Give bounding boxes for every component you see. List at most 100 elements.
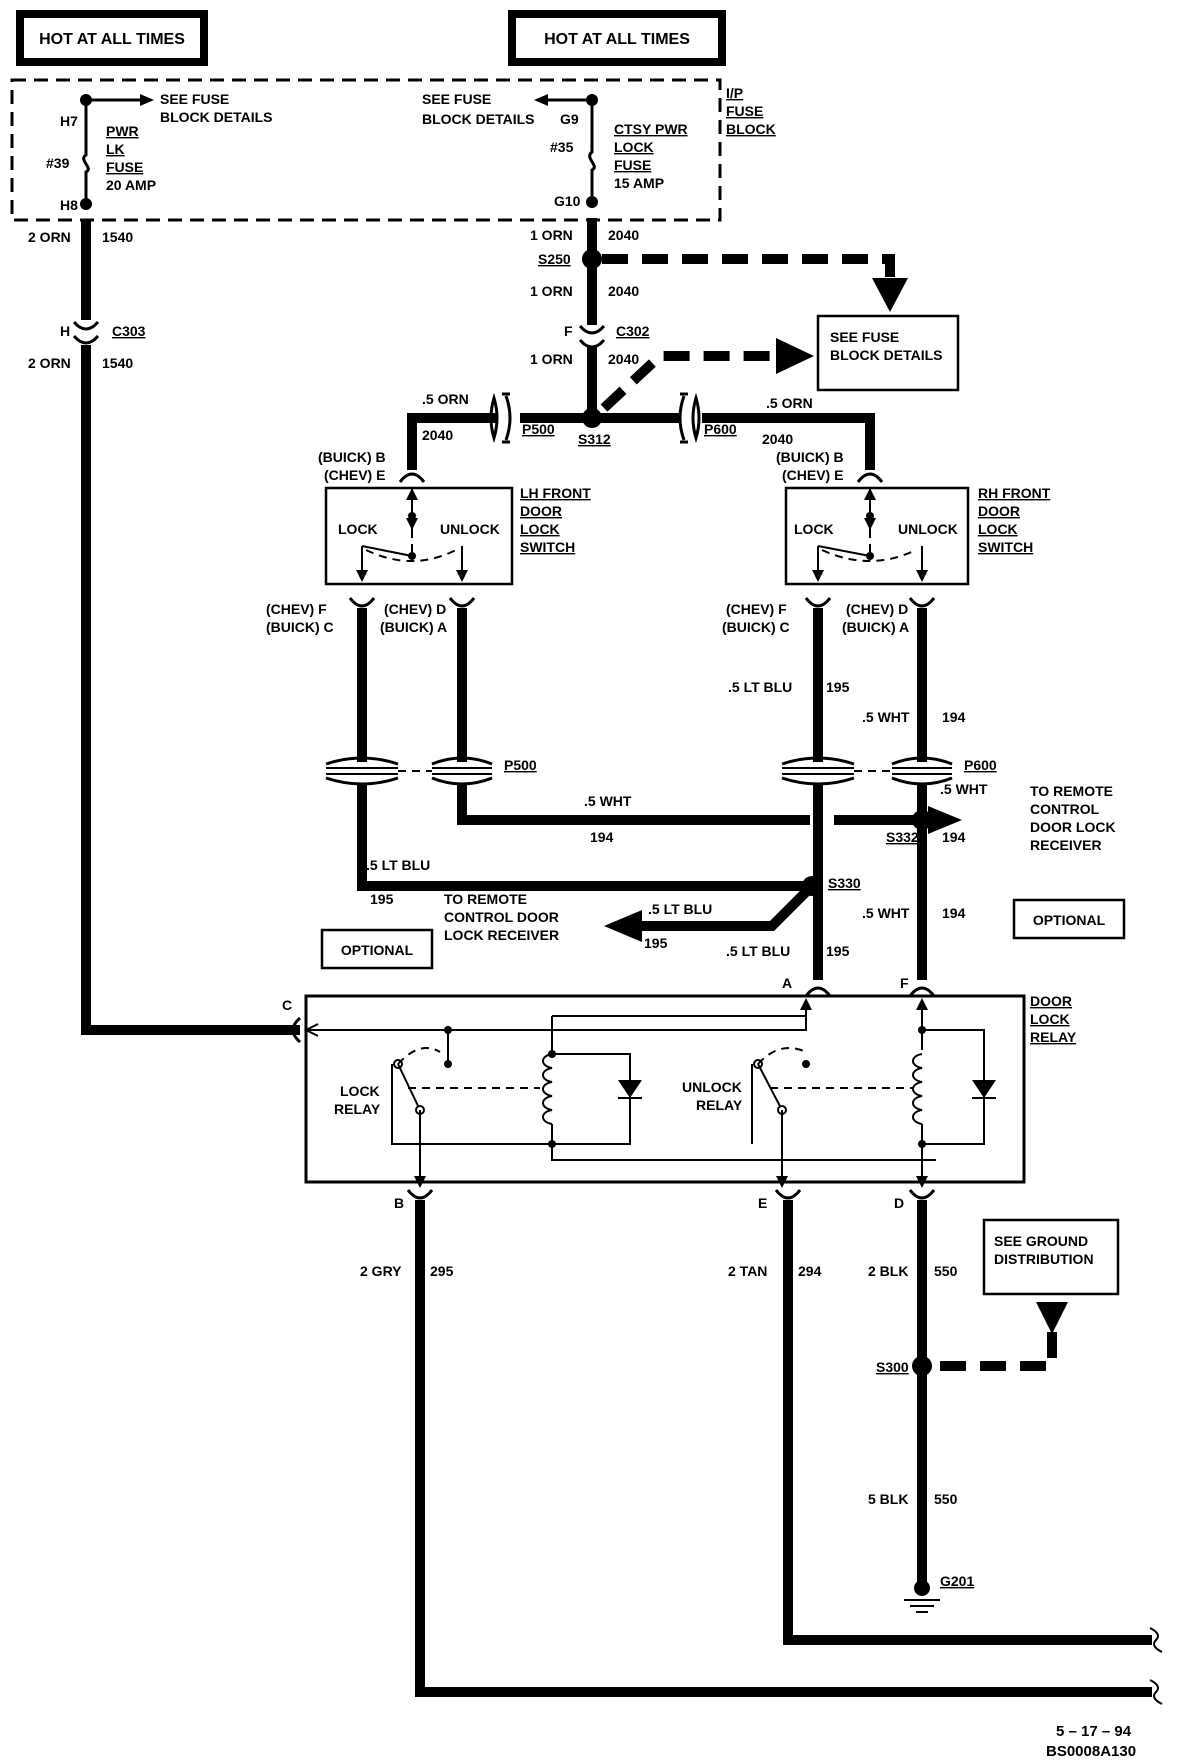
ground-arrow-icon (1036, 1302, 1068, 1334)
arrow-right-icon (140, 94, 154, 106)
header-left: HOT AT ALL TIMES (16, 10, 208, 66)
p600-label-bottom: P600 (964, 757, 997, 773)
rh-lock-label: LOCK (794, 521, 834, 537)
p500-inline: P500 (325, 756, 537, 786)
lh-lock-label: LOCK (338, 521, 378, 537)
connector-p500: P500 (489, 392, 555, 444)
pwr-fuse-name-3: FUSE (106, 159, 143, 175)
relay-pin-c-connector (291, 1016, 302, 1044)
unlock-relay-label-1: UNLOCK (682, 1079, 742, 1095)
wire-break-icon-1 (1149, 1627, 1163, 1653)
relay-pin-b: B (394, 1195, 404, 1211)
w2040-c-color: 1 ORN (530, 351, 573, 367)
w295-color: 2 GRY (360, 1263, 402, 1279)
w1540-top-num: 1540 (102, 229, 133, 245)
p600-label-top: P600 (704, 421, 737, 437)
arrow-left-icon-2 (604, 910, 642, 942)
lock-relay-label-2: RELAY (334, 1101, 381, 1117)
w195-rh-num: 195 (826, 679, 850, 695)
w194-rh-num: 194 (942, 709, 966, 725)
lh-in-connector (398, 472, 426, 483)
w2040-rh-num: 2040 (762, 431, 793, 447)
ground-box-2: DISTRIBUTION (994, 1251, 1094, 1267)
c303-pin: H (60, 323, 70, 339)
pwr-fuse-name-2: LK (106, 141, 125, 157)
see-fuse-box-1: SEE FUSE (830, 329, 899, 345)
fuse-39-number: #39 (46, 155, 70, 171)
arrow-right-icon-3 (928, 806, 962, 834)
lh-out-right-buick: (BUICK) A (380, 619, 447, 635)
lh-out-left-chev: (CHEV) F (266, 601, 327, 617)
lh-name-2: DOOR (520, 503, 562, 519)
lock-relay-label-1: LOCK (340, 1083, 380, 1099)
rh-name-3: LOCK (978, 521, 1018, 537)
w194-low-color: .5 WHT (862, 905, 910, 921)
w195-lh-color: .5 LT BLU (366, 857, 430, 873)
g201-label: G201 (940, 1573, 974, 1589)
c302-pin: F (564, 323, 573, 339)
lh-in-pin-buick: (BUICK) B (318, 449, 386, 465)
unlock-relay-label-2: RELAY (696, 1097, 743, 1113)
optional-box-left: OPTIONAL (320, 928, 434, 970)
relay-pin-a-connector (804, 986, 832, 997)
w195-lh-num: 195 (370, 891, 394, 907)
relay-name-3: RELAY (1030, 1029, 1077, 1045)
remote-right-1: TO REMOTE (1030, 783, 1113, 799)
splice-s300-dot (912, 1356, 932, 1376)
w550-a-color: 2 BLK (868, 1263, 908, 1279)
w195-rh-color: .5 LT BLU (728, 679, 792, 695)
w194-right-num: 194 (942, 829, 966, 845)
lh-in-pin-chev: (CHEV) E (324, 467, 385, 483)
see-fuse-right-1: SEE FUSE (422, 91, 491, 107)
lh-out-left-connector (348, 597, 376, 608)
w1540-bot-num: 1540 (102, 355, 133, 371)
rh-unlock-label: UNLOCK (898, 521, 958, 537)
splice-s250-dot (582, 249, 602, 269)
w194-mid-color: .5 WHT (584, 793, 632, 809)
w194-right-color: .5 WHT (940, 781, 988, 797)
w1540-top-color: 2 ORN (28, 229, 71, 245)
lh-name-4: SWITCH (520, 539, 575, 555)
rh-name-2: DOOR (978, 503, 1020, 519)
rh-out-right-connector (908, 597, 936, 608)
p600-inline: P600 (781, 756, 997, 786)
w195-remote-color: .5 LT BLU (648, 901, 712, 917)
w1540-bot-color: 2 ORN (28, 355, 71, 371)
term-g9: G9 (560, 111, 579, 127)
remote-right-2: CONTROL (1030, 801, 1100, 817)
w195-remote-num: 195 (644, 935, 668, 951)
term-g10: G10 (554, 193, 581, 209)
w295-num: 295 (430, 1263, 454, 1279)
w2040-a-color: 1 ORN (530, 227, 573, 243)
lh-out-left-buick: (BUICK) C (266, 619, 334, 635)
arrow-down-icon (872, 278, 908, 312)
s300-label: S300 (876, 1359, 909, 1375)
ctsy-fuse-rating: 15 AMP (614, 175, 664, 191)
lh-out-right-connector (448, 597, 476, 608)
ground-distribution-box: SEE GROUND DISTRIBUTION (982, 1218, 1120, 1296)
fuse-block-label-3: BLOCK (726, 121, 776, 137)
wire-2040: 1 ORN 2040 S250 1 ORN 2040 F C302 1 ORN … (530, 218, 650, 418)
remote-receiver-right: TO REMOTE CONTROL DOOR LOCK RECEIVER (1030, 783, 1116, 853)
relay-output-wires: 2 GRY 295 2 TAN 294 2 BLK 550 S300 5 BLK… (360, 1200, 1163, 1705)
s312-label: S312 (578, 431, 611, 447)
fuse-detail-pointers (600, 254, 908, 412)
w2040-c-num: 2040 (608, 351, 639, 367)
lh-door-lock-switch: (BUICK) B (CHEV) E LOCK UNLOCK LH FRONT … (266, 449, 591, 635)
pwr-fuse-name-1: PWR (106, 123, 139, 139)
w195-low-num: 195 (826, 943, 850, 959)
c302-name: C302 (616, 323, 650, 339)
ground-box-1: SEE GROUND (994, 1233, 1088, 1249)
relay-pin-c: C (282, 997, 292, 1013)
remote-left-3: LOCK RECEIVER (444, 927, 559, 943)
s250-label: S250 (538, 251, 571, 267)
see-fuse-left-2: BLOCK DETAILS (160, 109, 273, 125)
relay-pin-f-connector (908, 986, 936, 997)
see-fuse-box: SEE FUSE BLOCK DETAILS (816, 314, 960, 392)
lh-name-1: LH FRONT (520, 485, 591, 501)
header-left-label: HOT AT ALL TIMES (39, 31, 185, 48)
see-fuse-left-1: SEE FUSE (160, 91, 229, 107)
relay-pin-a: A (782, 975, 792, 991)
w194-low-num: 194 (942, 905, 966, 921)
ctsy-pwr-lock-fuse: SEE FUSE BLOCK DETAILS G9 #35 G10 CTSY P… (422, 91, 688, 209)
